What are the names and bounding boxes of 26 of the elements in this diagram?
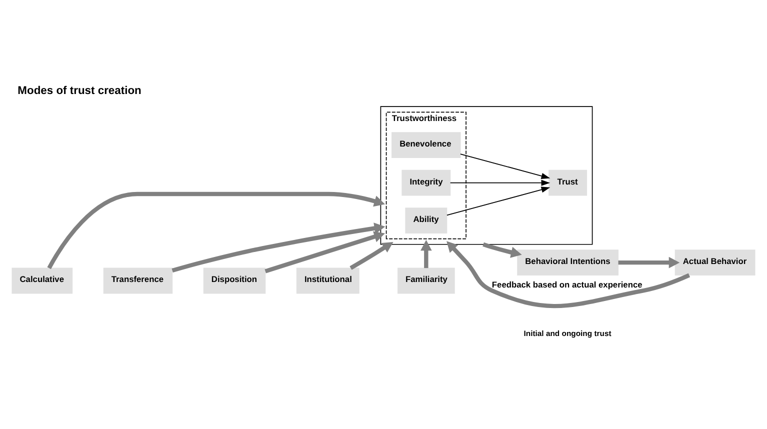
node-box: Familiarity: [397, 267, 455, 294]
node-box: Integrity: [402, 169, 451, 196]
arrow: [618, 256, 680, 268]
node-box: Disposition: [203, 267, 266, 294]
arrow: [47, 191, 386, 269]
arrow: [420, 239, 432, 268]
node-box: Ability: [405, 207, 448, 234]
node-box: Trust: [548, 169, 588, 196]
cluster: [380, 106, 593, 244]
node-box: Transference: [103, 267, 173, 294]
edge-label: Feedback based on actual experience: [492, 278, 642, 289]
arrow: [264, 230, 385, 273]
node-box: Behavioral Intentions: [517, 249, 619, 275]
diagram-title: Modes of trust creation: [18, 84, 142, 96]
arrow: [460, 153, 550, 178]
arrow: [446, 240, 690, 308]
node-box: Calculative: [12, 267, 73, 294]
node-box: Benevolence: [392, 132, 461, 158]
arrow: [482, 242, 522, 258]
node-box: Actual Behavior: [674, 249, 756, 275]
label: Initial and ongoing trust: [524, 328, 612, 338]
arrow: [450, 179, 550, 186]
arrow: [446, 186, 550, 216]
arrow: [172, 222, 386, 272]
arrow: [350, 241, 394, 270]
node-box: Institutional: [296, 267, 360, 294]
